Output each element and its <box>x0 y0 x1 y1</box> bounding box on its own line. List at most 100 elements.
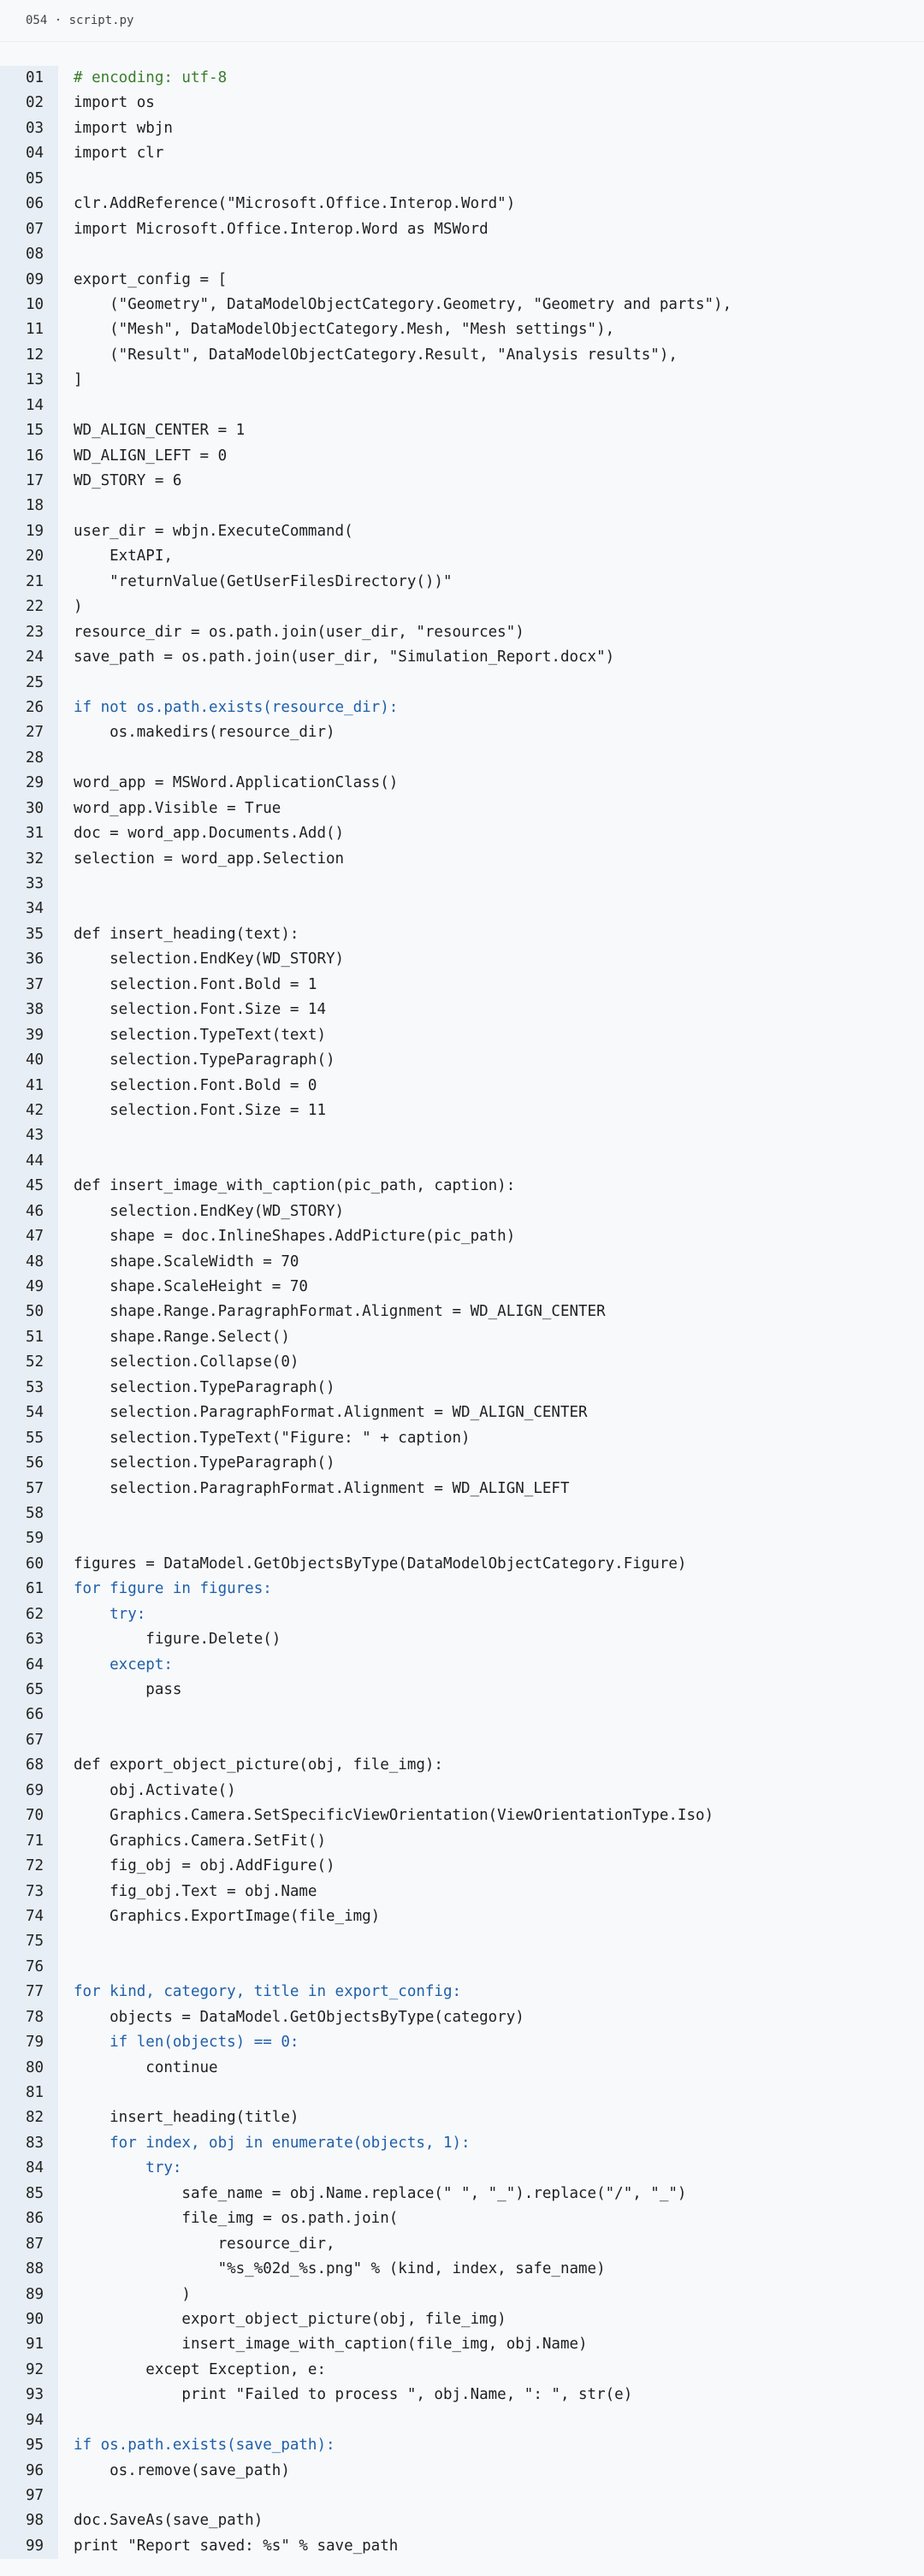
line-number: 07 <box>0 216 58 243</box>
code-text: ("Result", DataModelObjectCategory.Resul… <box>74 346 678 364</box>
code-text: insert_image_with_caption(file_img, obj.… <box>74 2336 588 2354</box>
code-text: print "Failed to process ", obj.Name, ":… <box>74 2386 633 2404</box>
code-text <box>58 1703 74 1727</box>
line-number: 19 <box>0 518 58 545</box>
line-number: 99 <box>0 2533 58 2560</box>
code-line: 99 print "Report saved: %s" % save_path <box>0 2533 924 2560</box>
code-line: 82 insert_heading(title) <box>0 2105 924 2131</box>
line-number: 74 <box>0 1904 58 1930</box>
code-text: ] <box>74 371 83 389</box>
code-text: except Exception, e: <box>74 2360 327 2378</box>
code-text: selection.TypeText("Figure: " + caption) <box>74 1429 471 1447</box>
line-number: 55 <box>0 1425 58 1452</box>
code-text: selection.Font.Size = 11 <box>74 1101 327 1119</box>
line-number: 46 <box>0 1199 58 1225</box>
code-line: 54 selection.ParagraphFormat.Alignment =… <box>0 1401 924 1426</box>
code-line: 42 selection.Font.Size = 11 <box>0 1098 924 1124</box>
code-line: 62 try: <box>0 1602 924 1628</box>
code-text: pass <box>74 1681 182 1698</box>
line-number: 02 <box>0 91 58 116</box>
code-line: 76 <box>0 1954 924 1981</box>
line-number: 18 <box>0 494 58 519</box>
code-text <box>58 1929 74 1954</box>
line-number: 06 <box>0 192 58 217</box>
line-number: 40 <box>0 1048 58 1074</box>
line-number: 10 <box>0 292 58 318</box>
code-line: 44 <box>0 1148 924 1175</box>
line-number: 59 <box>0 1526 58 1552</box>
code-text: fig_obj.Text = obj.Name <box>74 1882 317 1900</box>
line-number: 87 <box>0 2231 58 2258</box>
line-number: 68 <box>0 1753 58 1779</box>
line-number: 23 <box>0 619 58 646</box>
code-line: 97 <box>0 2484 924 2509</box>
code-text: # encoding: utf-8 <box>74 69 228 86</box>
code-line: 51 shape.Range.Select() <box>0 1324 924 1351</box>
code-line: 25 <box>0 670 924 696</box>
code-text: selection.Font.Size = 14 <box>74 1001 327 1019</box>
code-text: for index, obj in enumerate(objects, 1): <box>74 2134 471 2152</box>
line-number: 28 <box>0 745 58 772</box>
code-line: 86 file_img = os.path.join( <box>0 2206 924 2232</box>
line-number: 47 <box>0 1224 58 1250</box>
line-number: 77 <box>0 1980 58 2005</box>
line-number: 97 <box>0 2484 58 2509</box>
code-text: word_app.Visible = True <box>74 799 281 817</box>
line-number: 98 <box>0 2508 58 2534</box>
code-text <box>58 1728 74 1753</box>
code-text: figures = DataModel.GetObjectsByType(Dat… <box>74 1554 687 1572</box>
line-number: 70 <box>0 1803 58 1829</box>
code-line: 69 obj.Activate() <box>0 1778 924 1804</box>
code-text: export_config = [ <box>74 270 228 288</box>
line-number: 12 <box>0 342 58 369</box>
code-line: 74 Graphics.ExportImage(file_img) <box>0 1904 924 1930</box>
line-number: 85 <box>0 2181 58 2207</box>
code-text: for kind, category, title in export_conf… <box>74 1983 462 2001</box>
line-number: 13 <box>0 368 58 394</box>
line-number: 31 <box>0 821 58 847</box>
code-line: 85 safe_name = obj.Name.replace(" ", "_"… <box>0 2181 924 2207</box>
line-number: 72 <box>0 1854 58 1880</box>
code-line: 21 "returnValue(GetUserFilesDirectory())… <box>0 569 924 595</box>
code-text: ) <box>74 598 83 616</box>
code-text: Graphics.Camera.SetSpecificViewOrientati… <box>74 1807 714 1825</box>
code-line: 91 insert_image_with_caption(file_img, o… <box>0 2332 924 2358</box>
code-text: selection.EndKey(WD_STORY) <box>74 950 345 968</box>
line-number: 11 <box>0 317 58 343</box>
code-text <box>58 2081 74 2105</box>
code-text: selection.ParagraphFormat.Alignment = WD… <box>74 1404 588 1422</box>
code-text: print "Report saved: %s" % save_path <box>74 2537 399 2555</box>
code-text: def insert_image_with_caption(pic_path, … <box>74 1177 516 1195</box>
code-text: user_dir = wbjn.ExecuteCommand( <box>74 522 353 540</box>
line-number: 22 <box>0 595 58 620</box>
line-number: 81 <box>0 2081 58 2106</box>
code-text: selection.Collapse(0) <box>74 1353 299 1371</box>
code-text: ("Geometry", DataModelObjectCategory.Geo… <box>74 295 732 313</box>
line-number: 29 <box>0 771 58 796</box>
line-number: 41 <box>0 1073 58 1099</box>
code-text: if os.path.exists(save_path): <box>74 2437 335 2455</box>
code-line: 63 figure.Delete() <box>0 1627 924 1653</box>
code-line: 67 <box>0 1727 924 1754</box>
code-text: shape.Range.ParagraphFormat.Alignment = … <box>74 1303 606 1321</box>
code-text: os.remove(save_path) <box>74 2461 290 2479</box>
code-line: 79 if len(objects) == 0: <box>0 2030 924 2056</box>
line-number: 50 <box>0 1300 58 1325</box>
line-number: 54 <box>0 1401 58 1426</box>
code-line: 52 selection.Collapse(0) <box>0 1350 924 1376</box>
